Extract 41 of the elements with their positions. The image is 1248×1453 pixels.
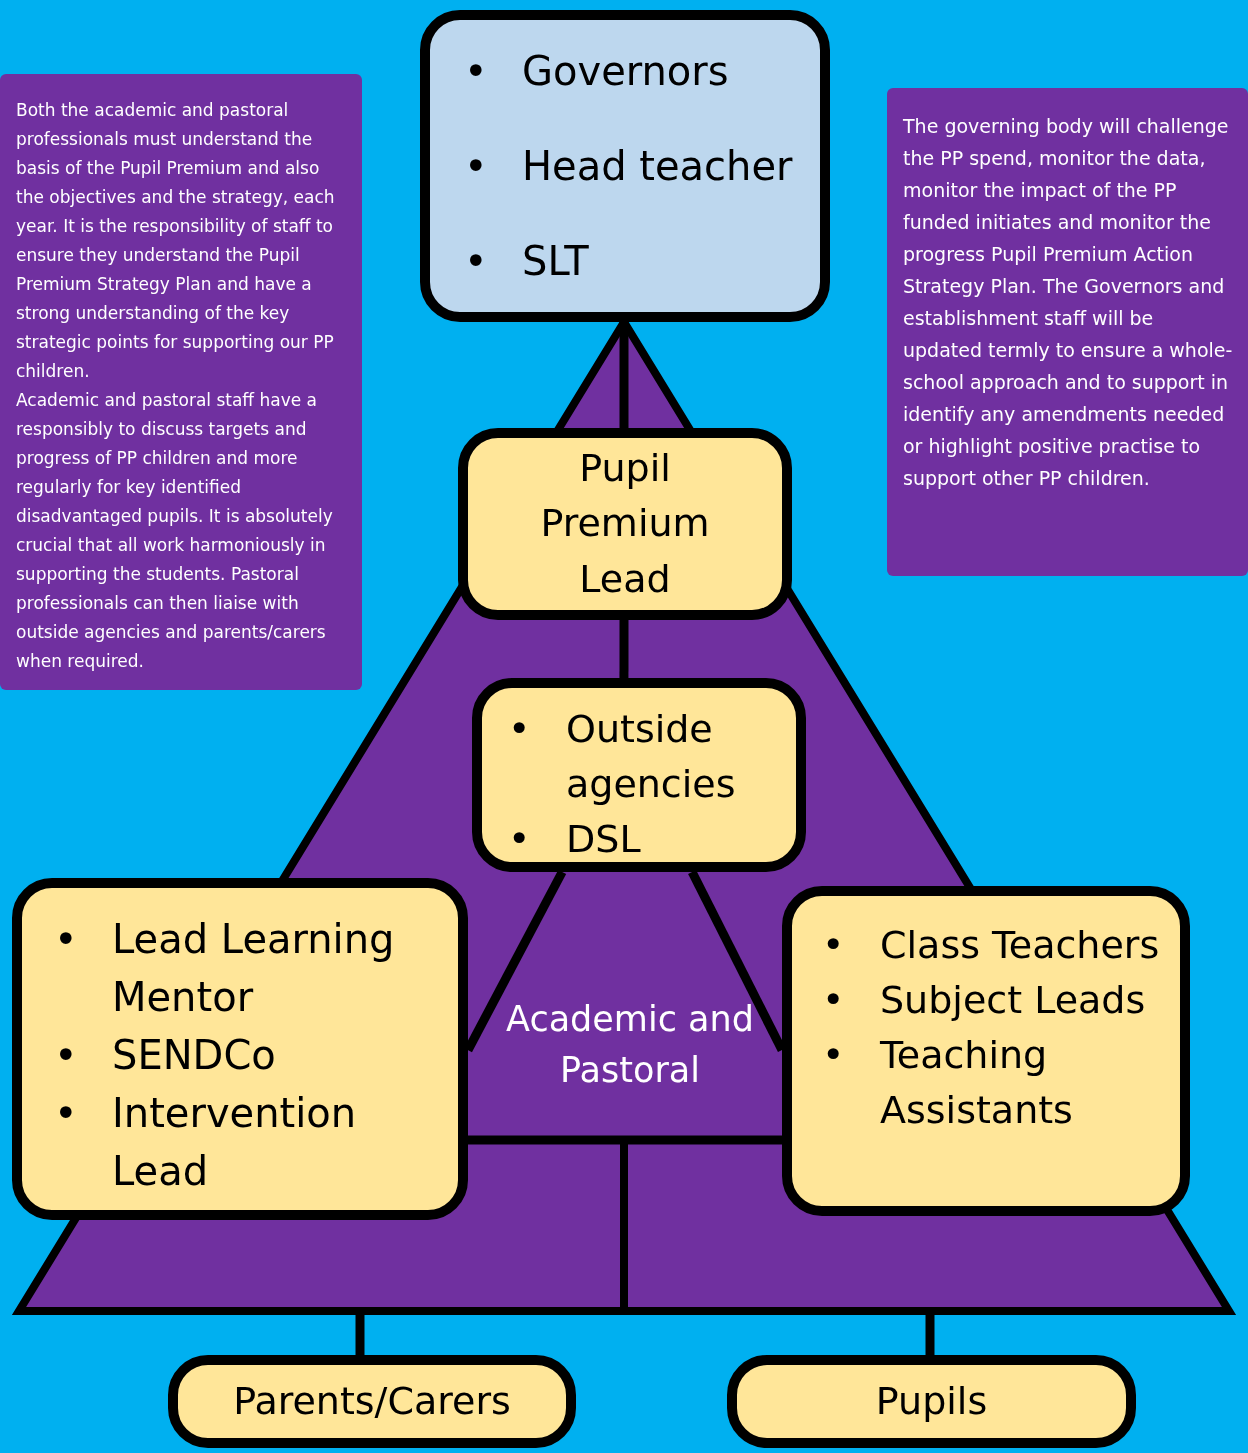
note-text: The governing body will challenge the PP spend, monitor the data, monitor the impact of the PP funded initiates and monitor the progress Pupil Premium Action Strategy Plan. The Governors and establishment staff will be updated termly to ensure a whole-school approach and to support in identify any amendments needed or highlight positive practise to support other PP children. <box>903 114 1234 491</box>
role-text: Outside agencies <box>566 706 737 809</box>
role-box <box>472 678 806 872</box>
role-box <box>727 1355 1136 1448</box>
pyramid-label: Academic and Pastoral <box>505 998 755 1092</box>
role-box <box>458 428 792 620</box>
note-text: Academic and pastoral staff have a responsibly to discuss targets and progress of PP children and more regularly for key identified disadvantaged pupils. It is absolutely crucial that all work harmoniously in supporting the students. Pastoral professionals can then liaise with outside agencies and parents/carers when required. <box>16 389 334 673</box>
bullet-mark: • <box>54 1089 79 1138</box>
connector-line <box>619 322 629 428</box>
role-text: Pupil Premium Lead <box>539 445 711 603</box>
role-text: Governors <box>522 47 729 97</box>
note-panel <box>887 88 1248 576</box>
bullet-mark: • <box>822 1032 846 1080</box>
connector-line <box>619 620 629 678</box>
role-text: Parents/Carers <box>233 1377 511 1425</box>
bullet-mark: • <box>508 706 532 753</box>
role-text: Teaching Assistants <box>880 1032 1074 1135</box>
bullet-mark: • <box>464 47 489 97</box>
role-text: Head teacher <box>522 142 793 191</box>
bullet-mark: • <box>464 142 489 191</box>
role-text: Lead Learning Mentor <box>112 915 396 1022</box>
bullet-mark: • <box>54 1031 79 1080</box>
role-text: SLT <box>522 236 589 286</box>
bullet-mark: • <box>822 922 846 969</box>
role-box <box>782 886 1190 1216</box>
note-panel <box>0 74 362 690</box>
role-box <box>12 878 468 1220</box>
connector-line <box>468 1135 782 1145</box>
bullet-mark: • <box>822 977 846 1025</box>
bullet-mark: • <box>464 236 489 286</box>
role-text: Subject Leads <box>880 977 1146 1025</box>
role-text: Pupils <box>875 1377 988 1425</box>
bullet-mark: • <box>508 816 532 864</box>
note-text: Both the academic and pastoral professionals must understand the basis of the Pupil Premium and also the objectives and the strategy, each year. It is the responsibility of staff to ensure they understand the Pupil Premium Strategy Plan and have a strong understanding of the key strategic points for supporting our PP children. <box>16 99 336 383</box>
bullet-mark: • <box>54 915 79 964</box>
role-box <box>420 10 830 322</box>
role-text: Intervention Lead <box>112 1089 358 1196</box>
role-text: Class Teachers <box>880 922 1160 969</box>
role-text: SENDCo <box>112 1031 276 1080</box>
role-box <box>168 1355 576 1448</box>
role-text: DSL <box>566 816 641 864</box>
